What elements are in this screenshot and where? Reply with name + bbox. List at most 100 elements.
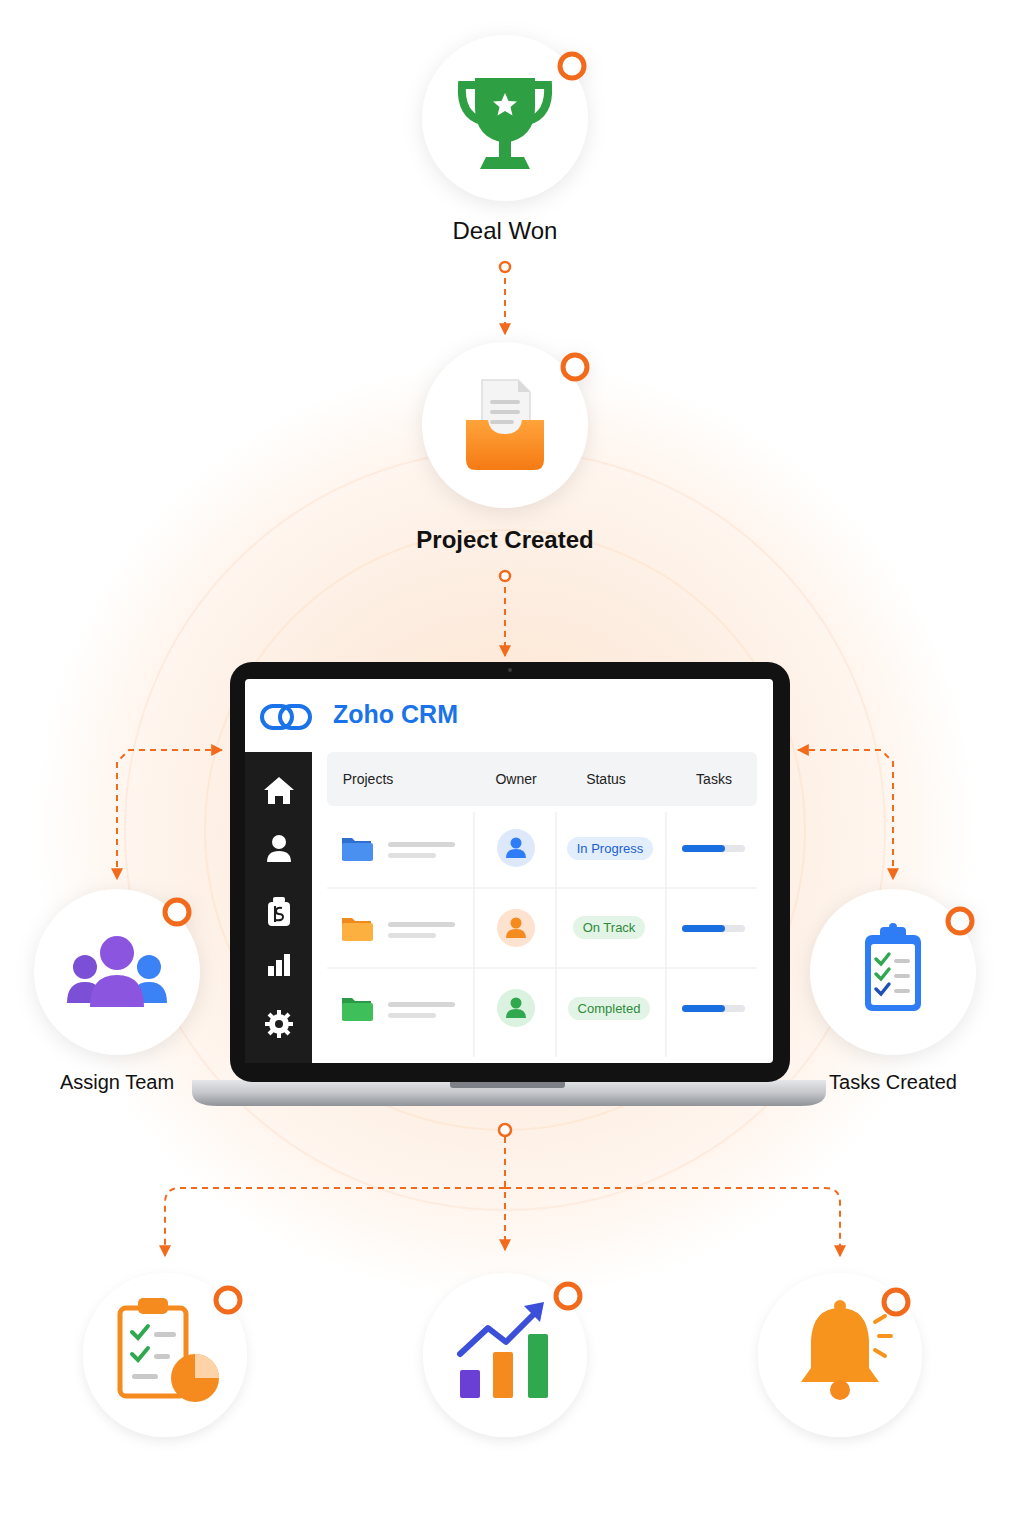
drawing-part — [466, 420, 544, 470]
drawing-part — [165, 1188, 505, 1256]
drawing-part — [876, 954, 889, 964]
drawing-part — [423, 1273, 587, 1437]
drawing-part — [480, 157, 530, 169]
drawing-part — [388, 1002, 455, 1007]
drawing-part — [245, 752, 312, 1063]
drawing-part — [275, 1020, 283, 1028]
table-header: Status — [586, 771, 626, 787]
drawing-part — [275, 1020, 283, 1028]
drawing-part — [948, 909, 972, 933]
drawing-part — [269, 1014, 289, 1034]
drawing-part — [493, 1352, 513, 1398]
drawing-part — [165, 1137, 840, 1256]
drawing-part — [422, 342, 588, 508]
table-header: Projects — [343, 771, 394, 787]
drawing-part — [682, 845, 725, 852]
drawing-part — [524, 1302, 544, 1322]
drawing-part — [528, 85, 548, 121]
step-label: Deal Won — [385, 217, 625, 245]
laptop-screen — [230, 662, 790, 1082]
drawing-part — [195, 1354, 219, 1378]
status-pill: On Track — [573, 916, 646, 939]
drawing-part — [67, 936, 167, 1007]
drawing-part — [267, 851, 291, 862]
drawing-part — [504, 1137, 506, 1250]
drawing-part — [268, 966, 274, 976]
drawing-part — [388, 1013, 436, 1018]
step-node: Project Created — [385, 340, 625, 554]
drawing-part — [154, 1332, 176, 1337]
crm-laptop: Zoho CRM — [230, 662, 790, 1082]
drawing-part — [275, 906, 283, 922]
flow-arrow — [504, 267, 506, 334]
drawing-part — [462, 78, 548, 169]
drawing-part — [327, 752, 757, 806]
step-node: Tasks Created — [783, 887, 1003, 1094]
drawing-part — [682, 1005, 745, 1012]
drawing-part — [505, 1188, 840, 1256]
drawing-part — [894, 974, 910, 978]
drawing-part — [132, 1374, 158, 1379]
drawing-part — [682, 845, 745, 852]
step-icon — [420, 33, 590, 203]
drawing-part — [665, 812, 667, 1057]
step-label: Assign Team — [7, 1071, 227, 1094]
drawing-part — [563, 355, 587, 379]
drawing-part — [423, 1273, 587, 1437]
drawing-part — [276, 960, 282, 976]
drawing-part — [327, 967, 757, 969]
drawing-part — [460, 1370, 480, 1398]
drawing-part — [876, 984, 889, 994]
drawing-part — [490, 410, 520, 414]
drawing-part — [460, 1310, 538, 1354]
drawing-part — [493, 93, 517, 116]
table-header: Owner — [495, 771, 536, 787]
drawing-part — [73, 955, 97, 979]
drawing-part — [834, 1300, 846, 1312]
step-node: Deal Won — [385, 33, 625, 245]
drawing-part — [280, 706, 310, 728]
step-icon — [808, 887, 978, 1057]
step-icon — [420, 340, 590, 510]
drawing-part — [342, 1003, 373, 1021]
drawing-part — [528, 1334, 548, 1398]
drawing-part — [506, 849, 526, 858]
drawing-part — [262, 706, 292, 728]
drawing-part — [138, 1298, 168, 1314]
drawing-part — [388, 853, 436, 858]
drawing-part — [490, 420, 514, 424]
drawing-part — [388, 933, 436, 938]
drawing-part — [205, 530, 805, 1130]
drawing-part — [758, 1273, 922, 1437]
drawing-part — [154, 1354, 170, 1359]
drawing-part — [264, 777, 294, 1034]
step-label: Tasks Created — [783, 1071, 1003, 1094]
drawing-part — [865, 935, 921, 1011]
flow-arrow — [798, 750, 893, 879]
drawing-part — [269, 1014, 289, 1034]
drawing-part — [555, 812, 557, 1057]
drawing-part — [83, 1273, 247, 1437]
drawing-part — [34, 889, 200, 1055]
drawing-part — [884, 1290, 908, 1314]
drawing-part — [192, 1080, 826, 1106]
drawing-part — [327, 887, 757, 889]
drawing-part — [265, 1010, 293, 1038]
drawing-part — [272, 835, 286, 849]
drawing-part — [171, 1354, 219, 1402]
drawing-part — [264, 777, 294, 804]
drawing-part — [270, 1015, 288, 1033]
drawing-part — [284, 954, 290, 976]
flow-arrow — [504, 576, 506, 656]
drawing-part — [506, 929, 526, 938]
drawing-part — [125, 450, 885, 1210]
drawing-part — [511, 838, 522, 849]
drawing-part — [865, 923, 921, 1011]
app-title: Zoho CRM — [333, 700, 458, 729]
drawing-part — [473, 812, 475, 1057]
status-pill: In Progress — [567, 837, 653, 860]
drawing-part — [216, 1288, 240, 1312]
drawing-part — [518, 380, 530, 392]
drawing-part — [499, 139, 511, 157]
